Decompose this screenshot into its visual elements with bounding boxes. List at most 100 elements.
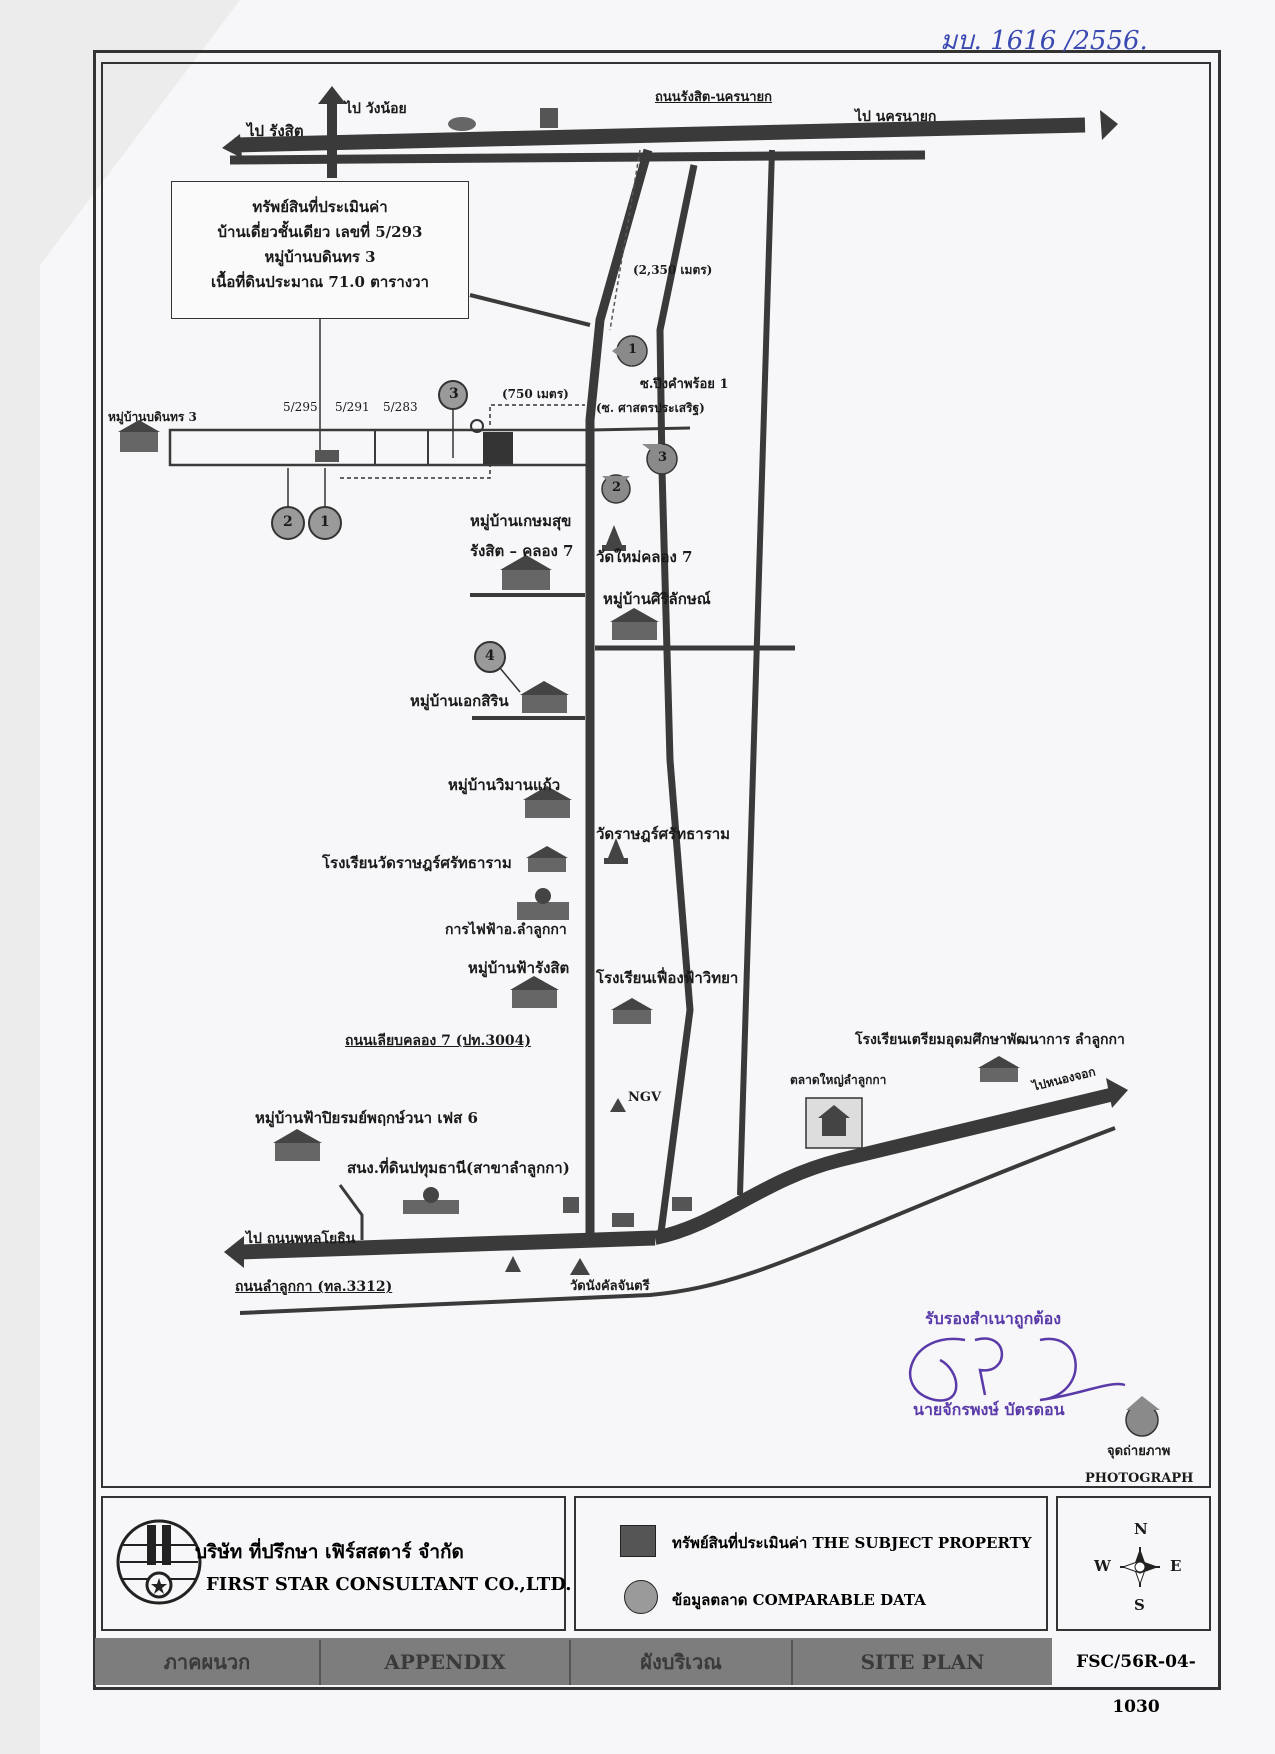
road-lamlukka (224, 1078, 1128, 1315)
footer-site-plan-thai: ผังบริเวณ (571, 1640, 793, 1685)
store-icon (672, 1197, 692, 1211)
compass-s: S (1134, 1596, 1145, 1614)
map-icons (118, 108, 1020, 1275)
footer-appendix: APPENDIX (321, 1640, 571, 1685)
outer-border (93, 50, 1221, 1690)
label-to-phahon: ไป ถนนพหลโยธิน (246, 1231, 356, 1247)
company-logo (116, 1519, 202, 1605)
photo-marker-number: 2 (612, 480, 622, 495)
marker-number: 2 (283, 514, 293, 530)
label-school-triam: โรงเรียนเตรียมอุดมศึกษาพัฒนาการ ลำลูกกา (855, 1032, 1125, 1048)
label-eksirin: หมู่บ้านเอกสิริน (410, 692, 509, 710)
subject-legend-swatch (620, 1525, 656, 1557)
label-fahrangsit: หมู่บ้านฟ้ารังสิต (468, 959, 570, 977)
village-icon (523, 786, 572, 818)
seven-eleven-icon (563, 1197, 579, 1213)
market-icon (805, 1097, 863, 1149)
road-rangsit-nakhonnayok (222, 110, 1118, 165)
village-icon (500, 555, 552, 590)
soi-bodintorn (168, 404, 691, 479)
label-school-wat: โรงเรียนวัดราษฎร์ศรัทธาราม (322, 854, 512, 872)
label-soi-1: ซ.ปึงคำพร้อย 1 (640, 377, 729, 392)
label-to-nakhonnayok: ไป นครนายก (855, 109, 937, 125)
subject-title: ทรัพย์สินที่ประเมินค่า (252, 198, 388, 216)
government-icon (517, 888, 569, 920)
subject-house: บ้านเดี่ยวชั้นเดียว เลขที่ 5/293 (217, 223, 423, 241)
compass-rose (1120, 1547, 1160, 1587)
company-panel (101, 1496, 566, 1631)
label-house-5283: 5/283 (383, 400, 418, 414)
label-distance-750: (750 เมตร) (502, 387, 569, 401)
label-kasemsuk: หมู่บ้านเกษมสุข (470, 512, 572, 530)
label-kasemsuk-2: รังสิต – คลอง 7 (470, 542, 574, 560)
marker-number: 3 (449, 386, 459, 402)
road-klong7 (585, 148, 775, 1241)
school-icon (526, 846, 568, 872)
label-school-feuangfa: โรงเรียนเฟื่องฟ้าวิทยา (596, 969, 739, 987)
temple-icon (604, 838, 628, 864)
footer-bar (95, 1638, 1052, 1685)
label-ngv: NGV (628, 1090, 662, 1105)
photo-marker-number: 3 (658, 450, 668, 465)
footer-appendix-thai: ภาคผนวก (95, 1640, 321, 1685)
legend-comparable-text: ข้อมูลตลาด COMPARABLE DATA (672, 1591, 926, 1609)
label-soi-1b: (ซ. ศาสตรประเสริฐ) (596, 401, 705, 415)
photo-marker-number: 1 (628, 342, 638, 357)
label-to-wangnoi: ไป วังน้อย (345, 101, 407, 117)
building-icon (540, 108, 558, 128)
road-to-wangnoi (318, 86, 346, 178)
subject-property-callout: ทรัพย์สินที่ประเมินค่า บ้านเดี่ยวชั้นเดี… (171, 181, 469, 319)
school-icon (978, 1056, 1020, 1082)
label-house-5291: 5/291 (335, 400, 370, 414)
honda-icon (612, 1213, 634, 1227)
subject-area: เนื้อที่ดินประมาณ 71.0 ตารางวา (211, 273, 429, 291)
label-top-road: ถนนรังสิต-นครนายก (655, 90, 772, 105)
stamp-certified: รับรองสำเนาถูกต้อง (925, 1309, 1062, 1328)
village-icon (510, 976, 559, 1008)
subject-village: หมู่บ้านบดินทร 3 (264, 248, 376, 266)
label-land-office: สนง.ที่ดินปทุมธานี(สาขาลำลูกกา) (347, 1159, 570, 1177)
callout-line (469, 293, 591, 327)
label-village-bodintorn: หมู่บ้านบดินทร 3 (108, 410, 197, 424)
village-icon (273, 1129, 322, 1161)
signature-stamp (908, 1337, 1126, 1402)
temple-icon (505, 1256, 521, 1272)
nissan-icon (448, 117, 476, 131)
company-name-english: FIRST STAR CONSULTANT CO.,LTD. (206, 1574, 572, 1595)
label-wimankaew: หมู่บ้านวิมานแก้ว (448, 776, 561, 794)
stamp-name: นายจักรพงษ์ บัตรดอน (913, 1400, 1065, 1419)
document-code: FSC/56R-04-1030 (1076, 1652, 1196, 1717)
comparable-markers-soi (271, 380, 521, 693)
village-icon (610, 608, 659, 640)
footer-site-plan: SITE PLAN (860, 1650, 985, 1674)
label-lamlukka-road: ถนนลำลูกกา (ทล.3312) (235, 1279, 393, 1295)
temple-icon (570, 1258, 590, 1275)
marker-number: 1 (320, 514, 330, 530)
label-house-5295: 5/295 (283, 400, 318, 414)
company-name-thai: บริษัท ที่ปรึกษา เฟิร์สสตาร์ จำกัด (195, 1541, 464, 1563)
label-pea-office: การไฟฟ้าอ.ลำลูกกา (445, 922, 567, 938)
temple-icon (602, 525, 626, 551)
handwritten-reference: มบ. 1616 /2556. (940, 26, 1148, 56)
label-wat-nangkan: วัดนังคัลจันตรี (570, 1279, 650, 1294)
map-frame (101, 62, 1211, 1488)
label-distance-2350: (2,350 เมตร) (633, 263, 713, 277)
compass-w: W (1094, 1557, 1111, 1575)
village-icon (520, 681, 569, 713)
label-wat-ratsattha: วัดราษฎร์ศรัทธาราม (596, 825, 731, 843)
label-road-klong7: ถนนเลียบคลอง 7 (ปท.3004) (345, 1033, 531, 1049)
compass-panel (1056, 1496, 1211, 1631)
label-fapiyarom: หมู่บ้านฟ้าปิยรมย์พฤกษ์วนา เฟส 6 (255, 1109, 478, 1127)
legend-panel (574, 1496, 1048, 1631)
photo-markers (601, 335, 678, 504)
school-icon (611, 998, 653, 1024)
ngv-station-icon (610, 1098, 626, 1112)
marker-number: 4 (485, 648, 495, 664)
photo-point-legend (1125, 1396, 1160, 1437)
comparable-legend-swatch (624, 1580, 658, 1614)
label-photograph: PHOTOGRAPH (1085, 1471, 1194, 1486)
compass-n: N (1134, 1520, 1148, 1538)
label-market: ตลาดใหญ่ลำลูกกา (790, 1073, 887, 1087)
label-photo-point: จุดถ่ายภาพ (1107, 1444, 1171, 1459)
